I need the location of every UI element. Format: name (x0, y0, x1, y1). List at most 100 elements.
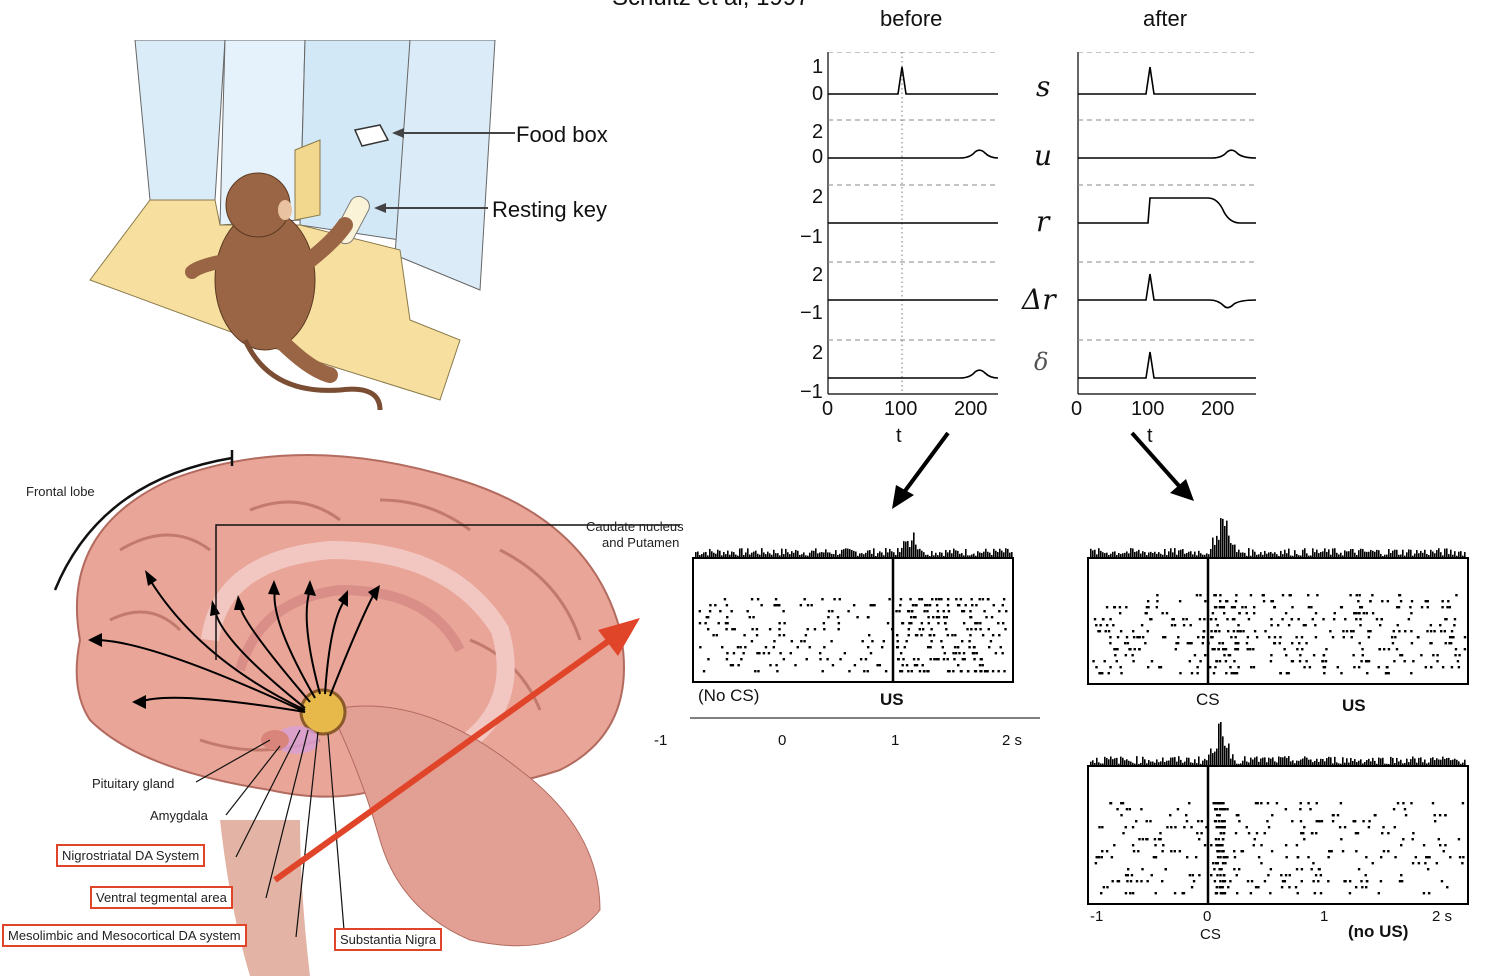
spike-dot (1444, 642, 1447, 645)
histogram-bar (1244, 552, 1246, 558)
spike-dot (723, 598, 727, 601)
histogram-bar (807, 555, 809, 558)
histogram-bar (1132, 548, 1134, 558)
spike-dot (1349, 594, 1352, 597)
spike-dot (1116, 636, 1120, 639)
histogram-bar (1168, 551, 1170, 558)
histogram-bar (1110, 756, 1112, 766)
spike-dot (1240, 850, 1243, 853)
histogram-bar (1258, 761, 1260, 766)
spike-dot (942, 658, 946, 661)
spike-dot (1215, 808, 1219, 811)
spike-dot (1118, 606, 1122, 609)
y-tick-r-top: 2 (812, 186, 824, 208)
spike-dot (1227, 886, 1230, 889)
spike-dot (1436, 660, 1439, 663)
histogram-bar (849, 549, 851, 558)
spike-dot (708, 610, 712, 613)
histogram-bar (1152, 761, 1154, 766)
spike-dot (1131, 630, 1135, 633)
spike-dot (1280, 874, 1283, 877)
spike-dot (1422, 892, 1426, 895)
spike-dot (969, 610, 972, 613)
spike-dot (1348, 880, 1352, 883)
spike-dot (1244, 606, 1247, 609)
spike-dot (1443, 630, 1447, 633)
histogram-bar (735, 554, 737, 558)
spike-dot (1273, 642, 1276, 645)
spike-dot (981, 634, 985, 637)
spike-dot (1285, 856, 1288, 859)
spike-dot (1270, 850, 1274, 853)
histogram-bar (843, 549, 845, 558)
histogram-bar (1130, 761, 1132, 766)
histogram-bar (893, 552, 895, 558)
spike-dot (943, 652, 946, 655)
histogram-bar (1336, 552, 1338, 558)
histogram-bar (1432, 551, 1434, 558)
spike-dot (1201, 642, 1205, 645)
spike-dot (1253, 838, 1256, 841)
spike-dot (1365, 856, 1368, 859)
histogram-bar (865, 552, 867, 558)
spike-dot (1462, 856, 1465, 859)
spike-dot (1219, 886, 1222, 889)
spike-dot (899, 670, 902, 673)
spike-dot (1176, 808, 1180, 811)
spike-dot (767, 652, 771, 655)
histogram-bar (989, 552, 991, 558)
spike-dot (962, 610, 966, 613)
spike-dot (836, 616, 840, 619)
histogram-bar (847, 548, 849, 558)
histogram-bar (1200, 763, 1202, 766)
spike-dot (1252, 844, 1255, 847)
histogram-bar (1214, 544, 1216, 558)
histogram-bar (1178, 756, 1180, 766)
spike-dot (1102, 886, 1106, 889)
spike-dot (1307, 856, 1310, 859)
spike-dot (1214, 666, 1217, 669)
spike-dot (1450, 630, 1454, 633)
spike-dot (898, 610, 901, 613)
histogram-bar (1152, 553, 1154, 558)
spike-dot (929, 646, 932, 649)
spike-dot (1446, 886, 1449, 889)
histogram-bar (1394, 549, 1396, 558)
spike-dot (1355, 618, 1358, 621)
spike-dot (1208, 666, 1212, 669)
histogram-bar (1326, 551, 1328, 558)
spike-dot (1161, 612, 1164, 615)
histogram-bar (817, 553, 819, 558)
spike-dot (978, 664, 982, 667)
histogram-bar (1374, 760, 1376, 766)
spike-dot (1112, 624, 1115, 627)
spike-dot (878, 664, 882, 667)
spike-dot (1360, 660, 1363, 663)
histogram-bar (1368, 758, 1370, 766)
spike-dot (1216, 874, 1219, 877)
spike-dot (1317, 880, 1320, 883)
spike-dot (1275, 802, 1279, 805)
spike-dot (1361, 654, 1364, 657)
spike-dot (914, 634, 918, 637)
spike-dot (706, 616, 710, 619)
spike-dot (1174, 648, 1178, 651)
spike-dot (1287, 672, 1290, 675)
spike-dot (1307, 606, 1311, 609)
spike-dot (1255, 832, 1259, 835)
histogram-bar (1154, 762, 1156, 766)
histogram-bar (1416, 762, 1418, 766)
spike-dot (1461, 862, 1464, 865)
spike-dot (1446, 606, 1449, 609)
spike-dot (755, 634, 759, 637)
spike-dot (1124, 874, 1128, 877)
spike-dot (1299, 820, 1303, 823)
spike-dot (774, 598, 778, 601)
spike-dot (1340, 672, 1343, 675)
spike-dot (1365, 880, 1369, 883)
spike-dot (929, 634, 932, 637)
spike-dot (731, 664, 735, 667)
spike-dot (955, 598, 958, 601)
spike-dot (1369, 600, 1372, 603)
histogram-bar (823, 552, 825, 558)
